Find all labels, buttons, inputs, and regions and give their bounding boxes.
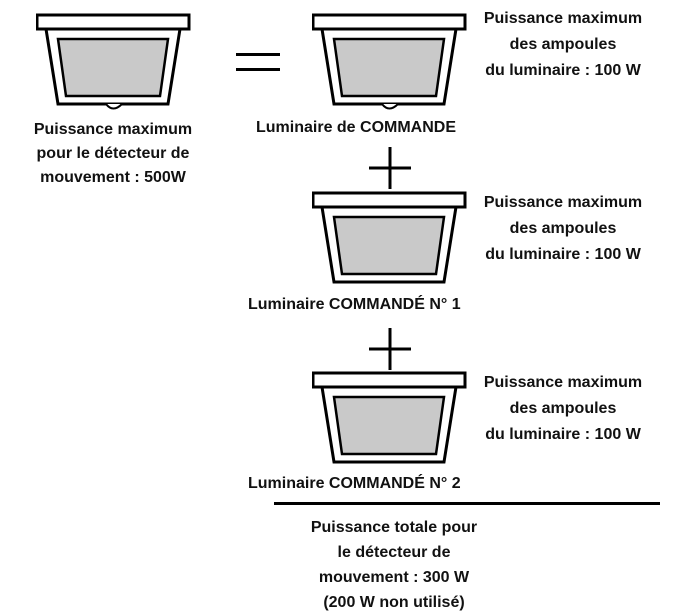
control-fixture: [312, 13, 467, 110]
power-line: des ampoules: [509, 400, 617, 417]
slave-fixture-2-power: Puissance maximum des ampoules du lumina…: [456, 370, 670, 448]
sensor-lens-icon: [105, 103, 123, 110]
equals-icon: [236, 53, 280, 71]
motion-detector-label-line: Puissance maximum: [33, 121, 193, 138]
control-fixture-power: Puissance maximum des ampoules du lumina…: [456, 6, 670, 84]
power-line: Puissance maximum: [483, 374, 643, 391]
slave-fixture-1-power: Puissance maximum des ampoules du lumina…: [456, 190, 670, 268]
sensor-lens-icon: [381, 103, 399, 110]
motion-detector-fixture: [36, 13, 191, 110]
slave-fixture-1-caption: Luminaire COMMANDÉ N° 1: [248, 296, 461, 313]
total-line: Puissance totale pour: [310, 519, 478, 536]
power-line: du luminaire : 100 W: [485, 426, 641, 443]
total-line: mouvement : 300 W: [318, 569, 470, 586]
slave-fixture-1: [312, 191, 467, 284]
plus-icon: [369, 328, 411, 370]
motion-detector-label-line: mouvement : 500W: [40, 169, 186, 186]
power-line: Puissance maximum: [483, 10, 643, 27]
power-line: Puissance maximum: [483, 194, 643, 211]
plus-icon: [369, 147, 411, 189]
slave-fixture-2: [312, 371, 467, 464]
power-line: du luminaire : 100 W: [485, 246, 641, 263]
sum-line: [274, 502, 660, 505]
control-fixture-caption: Luminaire de COMMANDE: [256, 119, 457, 136]
power-line: du luminaire : 100 W: [485, 62, 641, 79]
total-power-label: Puissance totale pour le détecteur de mo…: [262, 515, 526, 615]
slave-fixture-2-caption: Luminaire COMMANDÉ N° 2: [248, 475, 461, 492]
power-line: des ampoules: [509, 36, 617, 53]
total-line: le détecteur de: [337, 544, 451, 561]
motion-detector-label: Puissance maximum pour le détecteur de m…: [0, 118, 226, 190]
motion-detector-label-line: pour le détecteur de: [36, 145, 190, 162]
power-line: des ampoules: [509, 220, 617, 237]
total-line: (200 W non utilisé): [323, 594, 465, 611]
